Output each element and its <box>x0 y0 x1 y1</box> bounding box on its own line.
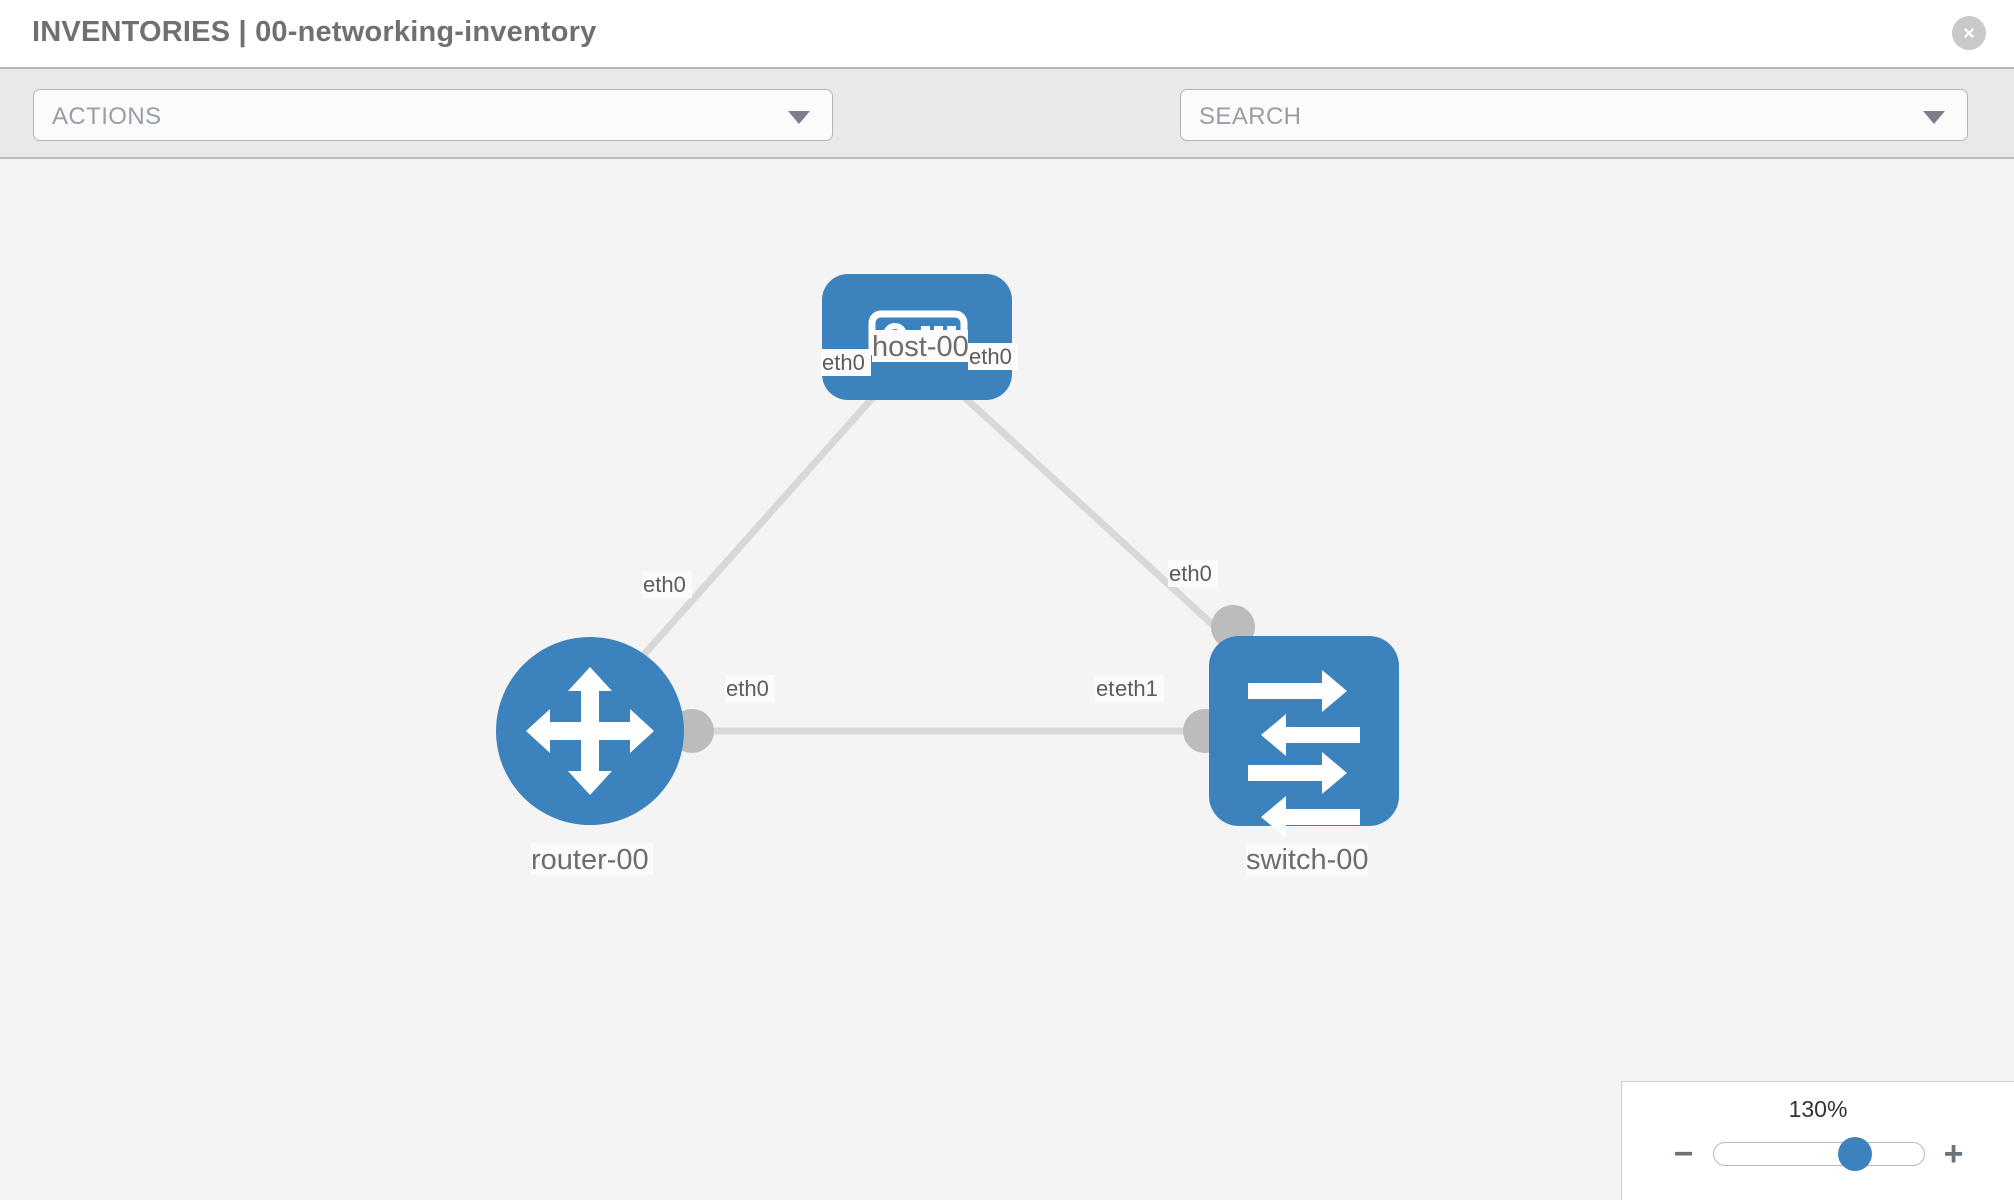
port-label-text: eth0 <box>726 676 769 701</box>
node-label-host: host-00 <box>872 331 969 363</box>
chevron-down-icon <box>1923 111 1945 124</box>
zoom-in-button[interactable]: + <box>1943 1135 1964 1173</box>
topology-node-router-00[interactable] <box>496 637 684 825</box>
toolbar: ACTIONS SEARCH <box>0 69 2014 198</box>
node-label: router-00 <box>531 843 653 876</box>
search-input-value: SEARCH <box>1199 103 1302 130</box>
zoom-slider[interactable] <box>1712 1137 1925 1171</box>
port-label-text: eth0 <box>643 572 686 597</box>
search-input[interactable]: SEARCH <box>1180 89 1968 141</box>
topology-node-switch-00[interactable] <box>1209 636 1399 838</box>
link-host-router[interactable] <box>637 381 888 662</box>
port-label: eth0 <box>968 343 1018 370</box>
zoom-control: 130% − + <box>1621 1081 2014 1200</box>
actions-dropdown-label: ACTIONS <box>52 103 162 130</box>
chevron-down-icon <box>788 111 810 124</box>
topology-links <box>637 381 1253 735</box>
topology-port-labels: eth0 eth0 eth0 eth0 eth0 <box>642 343 1218 702</box>
node-label: switch-00 <box>1246 843 1369 876</box>
switch-arrows-icon <box>1248 670 1360 838</box>
port-label-text: eth0 <box>969 344 1012 369</box>
zoom-out-button[interactable]: − <box>1673 1135 1694 1173</box>
topology-node-labels: host-00 router-00 switch-00 <box>531 330 1369 876</box>
zoom-percent-label: 130% <box>1788 1096 1848 1122</box>
port-label-text: eth0 <box>1169 561 1212 586</box>
port-label: eth0 <box>642 571 692 598</box>
port-label: eth0 <box>1168 560 1218 587</box>
title-bar: INVENTORIES | 00-networking-inventory <box>0 0 2014 69</box>
port-label: eth0 <box>821 349 871 376</box>
port-label-text: eth1 <box>1115 676 1158 701</box>
router-arrows-icon <box>526 667 654 795</box>
node-label-switch: switch-00 <box>1246 844 1369 876</box>
port-label-text: eth0 <box>822 350 865 375</box>
zoom-slider-thumb[interactable] <box>1837 1137 1872 1171</box>
port-label: eth0 <box>725 675 775 702</box>
topology-canvas[interactable]: eth0 eth0 eth0 eth0 eth0 <box>0 159 2014 1200</box>
page-title: INVENTORIES | 00-networking-inventory <box>32 16 597 48</box>
close-icon[interactable] <box>1952 16 1986 50</box>
node-label: host-00 <box>872 330 969 363</box>
port-label: eth1 <box>1114 675 1164 702</box>
node-label-router: router-00 <box>531 844 649 876</box>
actions-dropdown[interactable]: ACTIONS <box>33 89 833 141</box>
link-host-switch[interactable] <box>947 381 1253 662</box>
topology-graph: eth0 eth0 eth0 eth0 eth0 <box>496 274 1399 876</box>
